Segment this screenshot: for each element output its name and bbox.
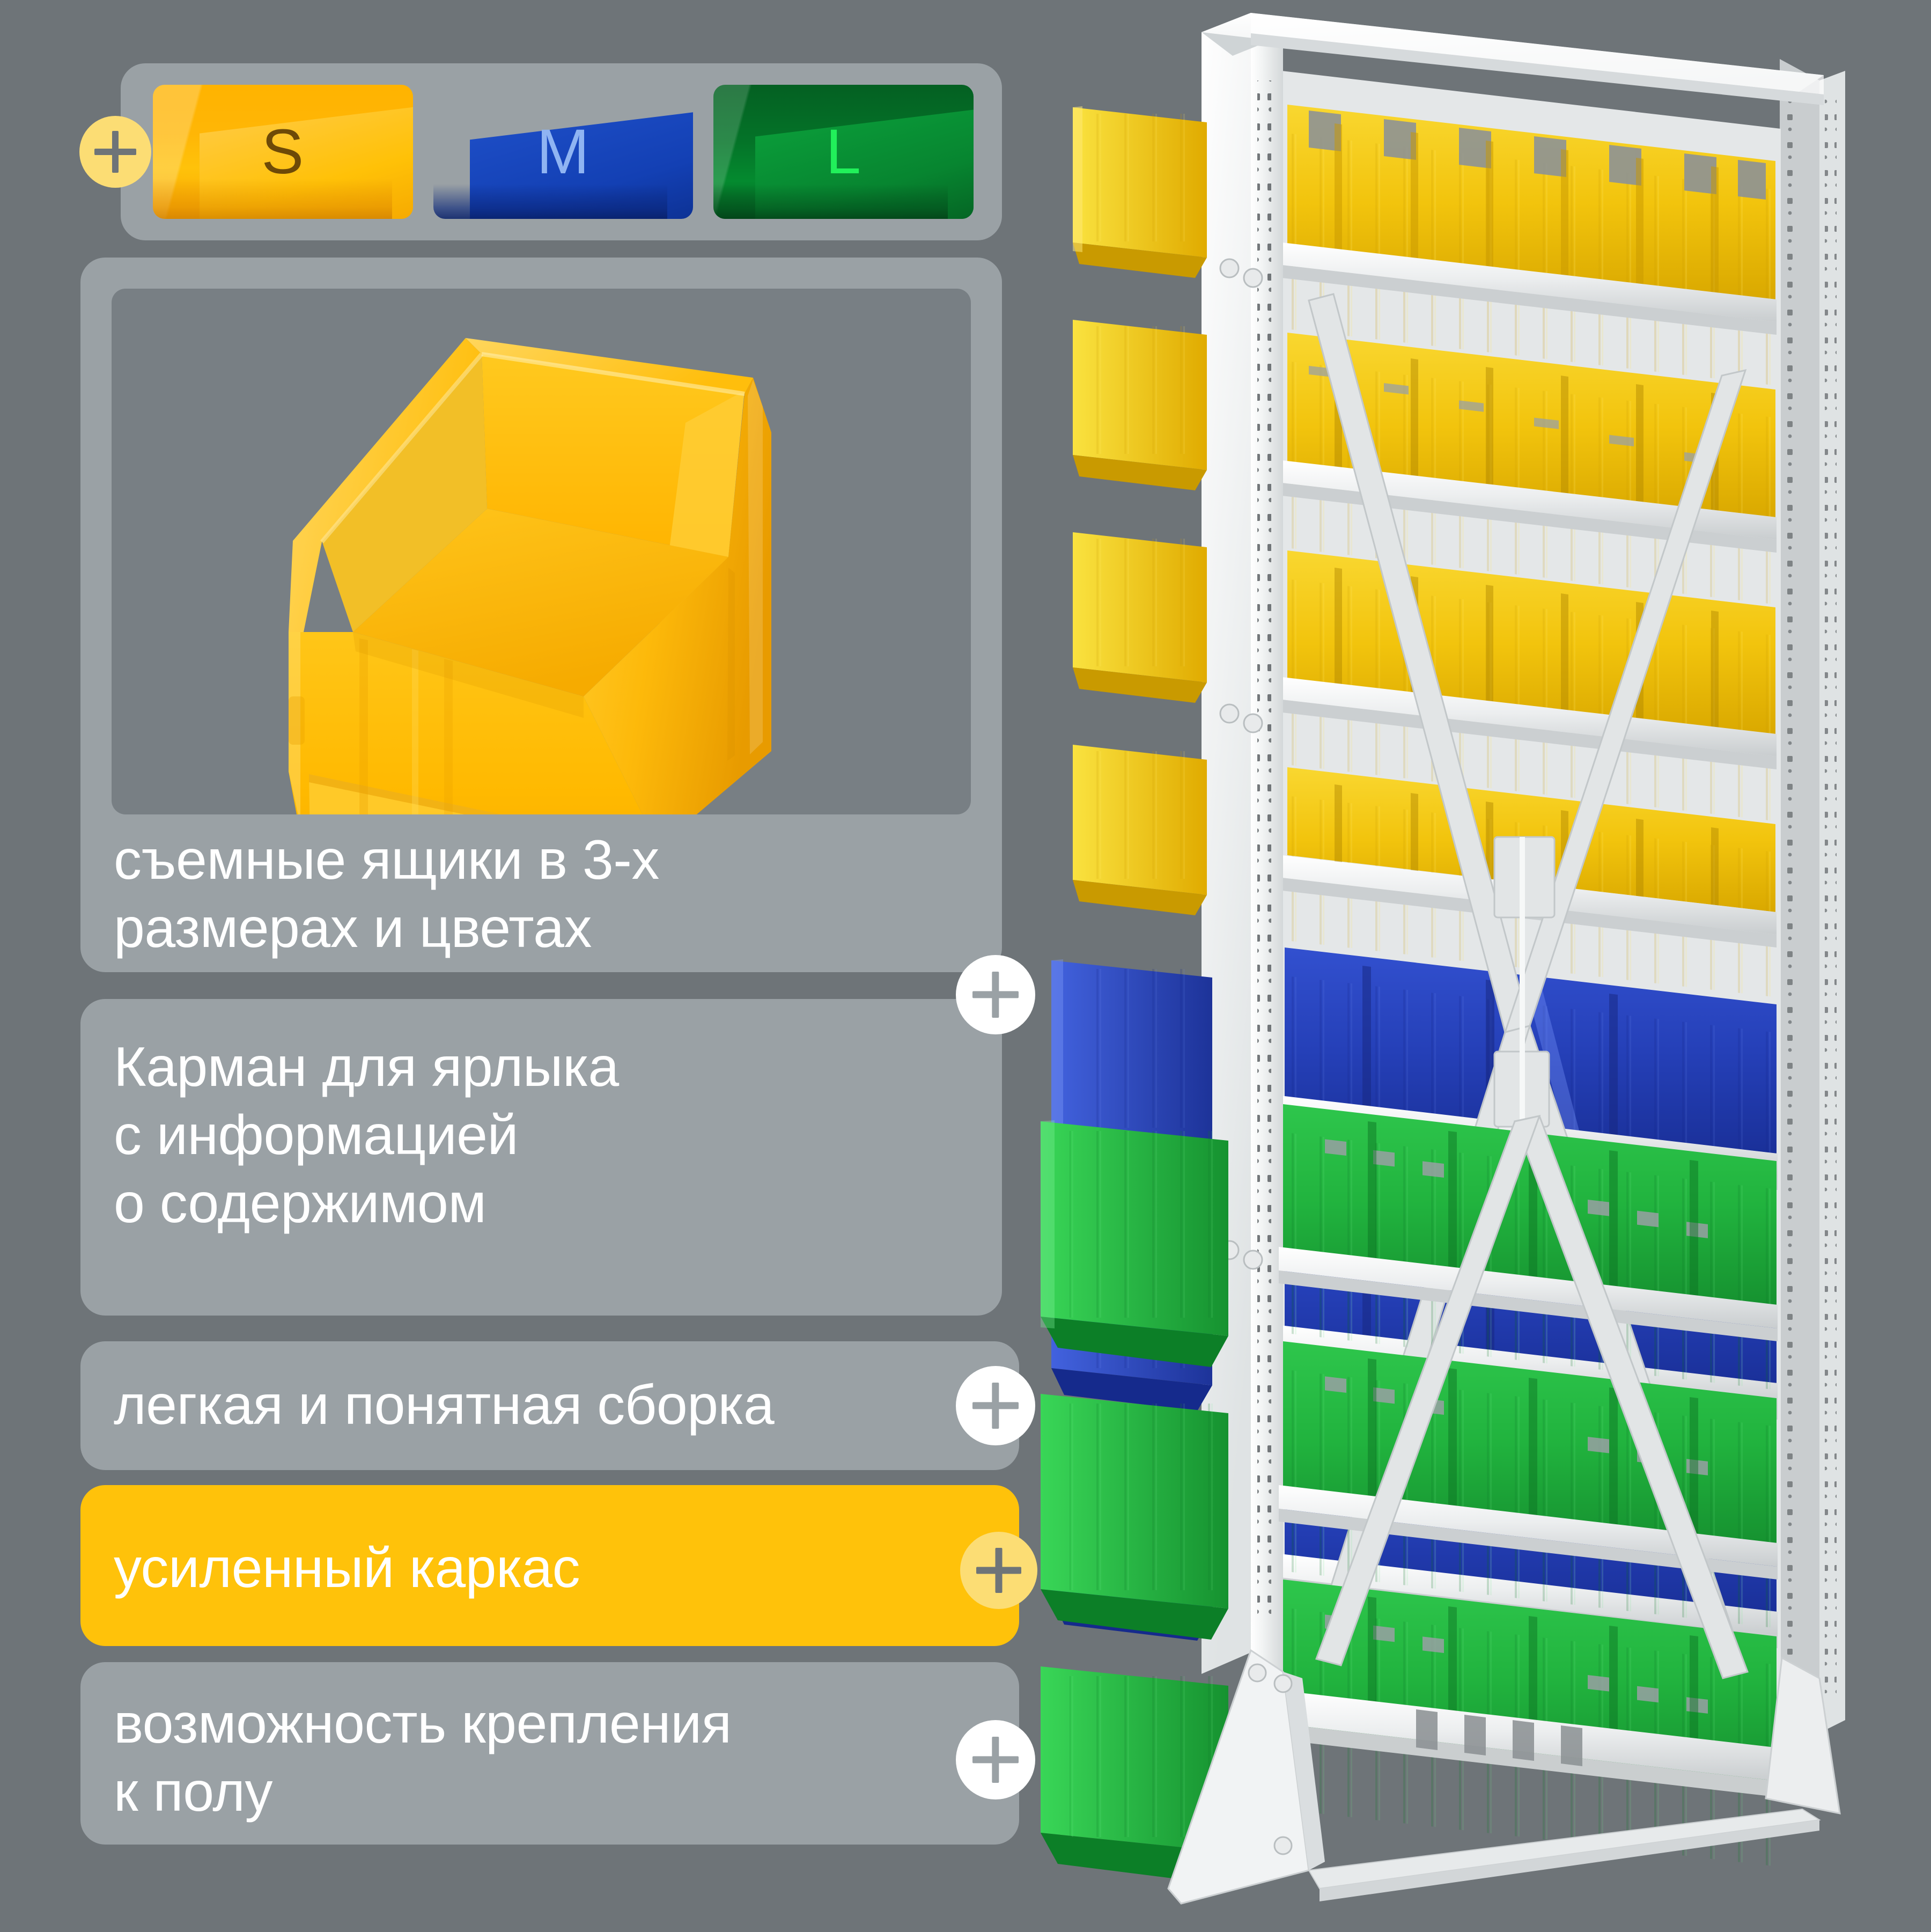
size-swatch-s[interactable]: S <box>153 85 413 219</box>
plus-icon-bar-vertical <box>995 1548 1003 1593</box>
plus-icon-easy-assembly[interactable] <box>956 1366 1035 1445</box>
bin-size-swatch-row: S M L <box>153 85 974 219</box>
label-pocket-card: Карман для ярлыка с информацией о содерж… <box>80 999 1002 1316</box>
plus-icon-sizes[interactable] <box>79 116 151 188</box>
plus-icon-removable-bins[interactable] <box>956 955 1035 1034</box>
yellow-bin-photo <box>112 289 971 814</box>
swatch-l-bin-shadow <box>713 184 948 219</box>
feature-text-label-pocket: Карман для ярлыка с информацией о содерж… <box>114 1036 619 1235</box>
features-column: S M L <box>79 63 1037 1845</box>
plus-icon-bar-vertical <box>992 1737 999 1783</box>
size-label-s: S <box>261 116 305 187</box>
size-swatch-l[interactable]: L <box>713 85 974 219</box>
plus-icon-bar-vertical <box>112 131 119 173</box>
yellow-bin-illustration <box>289 338 771 814</box>
size-label-m: M <box>536 116 590 187</box>
bin-sizes-card: S M L <box>121 63 1002 240</box>
feature-text-floor-mounting: возможность крепления к полу <box>114 1693 732 1823</box>
swatch-m-bin-shadow <box>433 184 667 219</box>
plus-icon-reinforced-frame[interactable] <box>960 1532 1037 1609</box>
size-swatch-m[interactable]: M <box>433 85 694 219</box>
plus-icon-bar-vertical <box>992 972 999 1018</box>
easy-assembly-card: легкая и понятная сборка <box>80 1341 1019 1470</box>
feature-text-reinforced-frame: усиленный каркас <box>114 1537 580 1599</box>
size-label-l: L <box>826 116 861 187</box>
feature-text-easy-assembly: легкая и понятная сборка <box>114 1374 775 1436</box>
floor-mounting-card: возможность крепления к полу <box>80 1662 1019 1845</box>
reinforced-frame-card: усиленный каркас <box>80 1485 1019 1646</box>
bin-rack-photo <box>1041 0 1931 1932</box>
plus-icon-floor-mounting[interactable] <box>956 1720 1035 1799</box>
plus-icon-bar-vertical <box>992 1383 999 1429</box>
removable-bins-card: съемные ящики в 3-х размерах и цветах <box>80 258 1002 972</box>
feature-text-removable-bins: съемные ящики в 3-х размерах и цветах <box>114 829 659 959</box>
swatch-s-bin-shadow <box>153 179 392 219</box>
bin-rack-illustration <box>1041 13 1845 1905</box>
